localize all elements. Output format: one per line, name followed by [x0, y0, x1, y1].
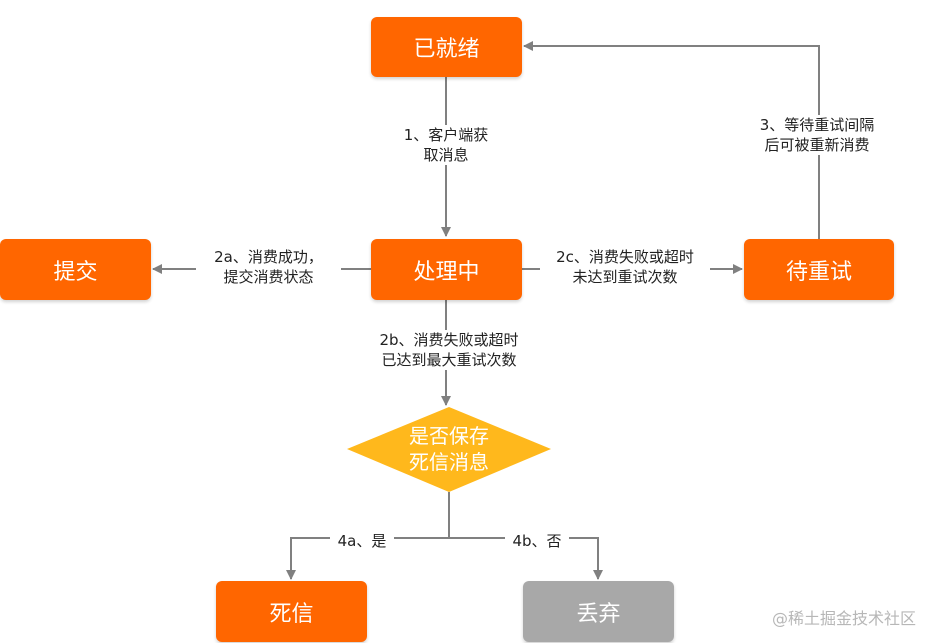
node-processing: 处理中 [371, 239, 522, 300]
edge-label-1-line-1: 1、客户端获 [403, 126, 489, 144]
node-discard: 丢弃 [523, 581, 674, 642]
watermark: @稀土掘金技术社区 [771, 609, 916, 628]
edge-label-4a: 4a、是 [330, 531, 394, 551]
edge-label-2b: 2b、消费失败或超时 已达到最大重试次数 [364, 330, 534, 370]
decision-label-line-2: 死信消息 [409, 450, 489, 474]
node-committed: 提交 [0, 239, 151, 300]
node-ready: 已就绪 [371, 17, 522, 77]
decision-label-line-1: 是否保存 [409, 424, 489, 448]
decision-label: 是否保存 死信消息 [349, 423, 549, 475]
node-dead-letter: 死信 [216, 581, 367, 642]
edge-label-2c: 2c、消费失败或超时 未达到重试次数 [540, 247, 710, 287]
edge-label-2b-line-2: 已达到最大重试次数 [381, 351, 517, 369]
arrow-decision-to-dead-letter [286, 537, 449, 580]
edge-label-3: 3、等待重试间隔 后可被重新消费 [742, 115, 892, 155]
edge-label-2a: 2a、消费成功， 提交消费状态 [196, 247, 341, 287]
edge-label-2a-line-1: 2a、消费成功， [214, 248, 323, 266]
edge-label-3-line-1: 3、等待重试间隔 [759, 116, 875, 134]
edge-label-2b-line-1: 2b、消费失败或超时 [379, 331, 519, 349]
edge-label-1: 1、客户端获 取消息 [386, 125, 506, 165]
edge-label-2a-line-2: 提交消费状态 [223, 268, 314, 286]
edge-label-2c-line-1: 2c、消费失败或超时 [556, 248, 694, 266]
arrow-decision-to-discard [449, 537, 603, 580]
arrow-pending-retry-to-ready [523, 41, 820, 239]
edge-label-2c-line-2: 未达到重试次数 [572, 268, 678, 286]
edge-label-4b: 4b、否 [505, 531, 569, 551]
edge-label-3-line-2: 后可被重新消费 [764, 136, 870, 154]
edge-label-1-line-2: 取消息 [423, 146, 469, 164]
decision-diamond [347, 407, 551, 492]
node-pending-retry: 待重试 [744, 239, 894, 300]
